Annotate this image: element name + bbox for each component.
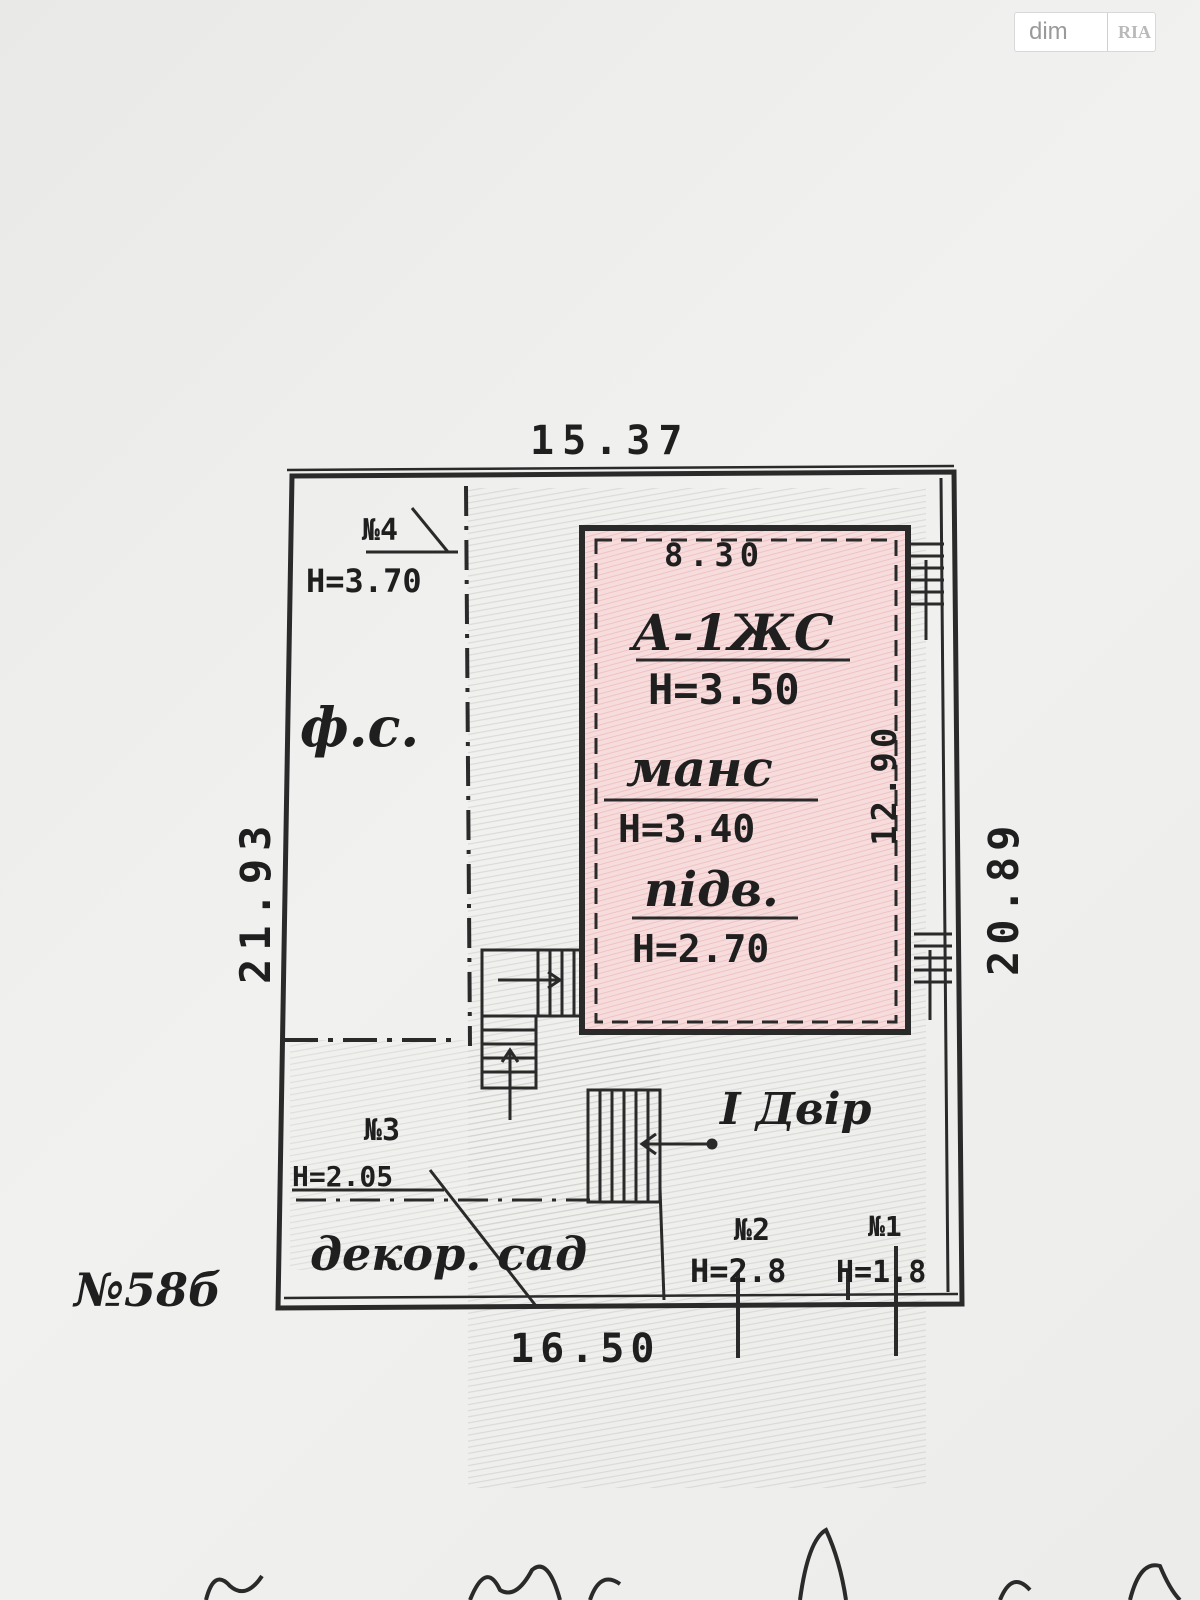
mansard-height: Н=3.40 xyxy=(618,807,755,851)
dim-ria-watermark: dim RIA xyxy=(1014,12,1156,52)
bottom-handwriting xyxy=(204,1527,1182,1600)
basement-height: Н=2.70 xyxy=(632,927,769,971)
dim-inner-height: 12.90 xyxy=(865,724,905,846)
label-garden: декор. сад xyxy=(310,1227,587,1281)
dim-top: 15.37 xyxy=(530,418,690,464)
division-lines xyxy=(284,485,666,1307)
label-n2: №2 xyxy=(734,1213,770,1248)
dim-right: 20.89 xyxy=(979,820,1028,976)
stairs-center xyxy=(586,1088,718,1204)
mansard-label: манс xyxy=(626,739,773,798)
stairs-left xyxy=(480,948,584,1120)
watermark-sub: RIA xyxy=(1107,13,1151,51)
building-height: Н=3.50 xyxy=(648,665,800,714)
dim-bottom: 16.50 xyxy=(510,1326,660,1372)
label-n4-height: Н=3.70 xyxy=(306,562,422,600)
label-n1: №1 xyxy=(868,1210,902,1243)
lot-boundary xyxy=(275,464,965,1311)
house-a1 xyxy=(579,525,911,1035)
label-n3: №3 xyxy=(364,1113,400,1148)
gate-marks xyxy=(736,1246,898,1358)
stairs-right xyxy=(910,542,952,1020)
label-n1-height: Н=1.8 xyxy=(836,1255,926,1290)
label-n3-height: Н=2.05 xyxy=(292,1160,393,1193)
label-yard: I Двір xyxy=(718,1084,872,1135)
watermark-brand: dim xyxy=(1029,18,1068,45)
label-fs: ф.с. xyxy=(300,695,419,759)
dim-left: 21.93 xyxy=(231,818,280,984)
building-name: А-1ЖС xyxy=(628,603,834,662)
dim-inner-width: 8.30 xyxy=(664,536,765,574)
label-n4: №4 xyxy=(362,513,398,548)
label-n2-height: Н=2.8 xyxy=(690,1252,786,1290)
basement-label: підв. xyxy=(644,862,779,918)
label-neighbor: №58б xyxy=(72,1263,221,1317)
